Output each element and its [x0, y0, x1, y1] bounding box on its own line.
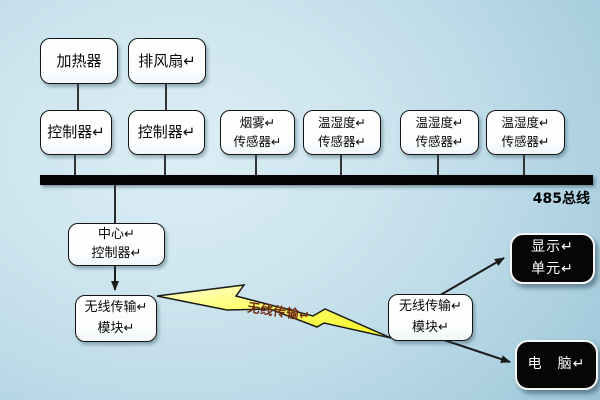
node-wireless-module-left: 无线传输↵ 模块↵	[75, 295, 157, 342]
node-heater: 加热器	[40, 38, 118, 84]
node-controller-2: 控制器↵	[128, 110, 205, 155]
bus-485-bar	[40, 175, 593, 185]
lightning-bolt-shape	[156, 284, 392, 339]
node-exhaust-fan: 排风扇↵	[128, 38, 206, 84]
node-temp-humidity-sensor-2: 温湿度↵ 传感器↵	[400, 110, 479, 155]
arrow-module-to-display-unit	[436, 257, 505, 298]
node-smoke-sensor: 烟雾↵ 传感器↵	[220, 110, 295, 155]
node-central-controller: 中心↵ 控制器↵	[68, 223, 165, 266]
node-temp-humidity-sensor-3: 温湿度↵ 传感器↵	[486, 110, 565, 155]
node-display-unit: 显示↵ 单元↵	[510, 233, 595, 284]
node-wireless-module-right: 无线传输↵ 模块↵	[388, 294, 473, 341]
bus-485-label: 485总线	[532, 191, 590, 207]
node-temp-humidity-sensor-1: 温湿度↵ 传感器↵	[303, 110, 381, 155]
node-controller-1: 控制器↵	[40, 110, 112, 155]
node-computer: 电 脑↵	[515, 340, 598, 390]
